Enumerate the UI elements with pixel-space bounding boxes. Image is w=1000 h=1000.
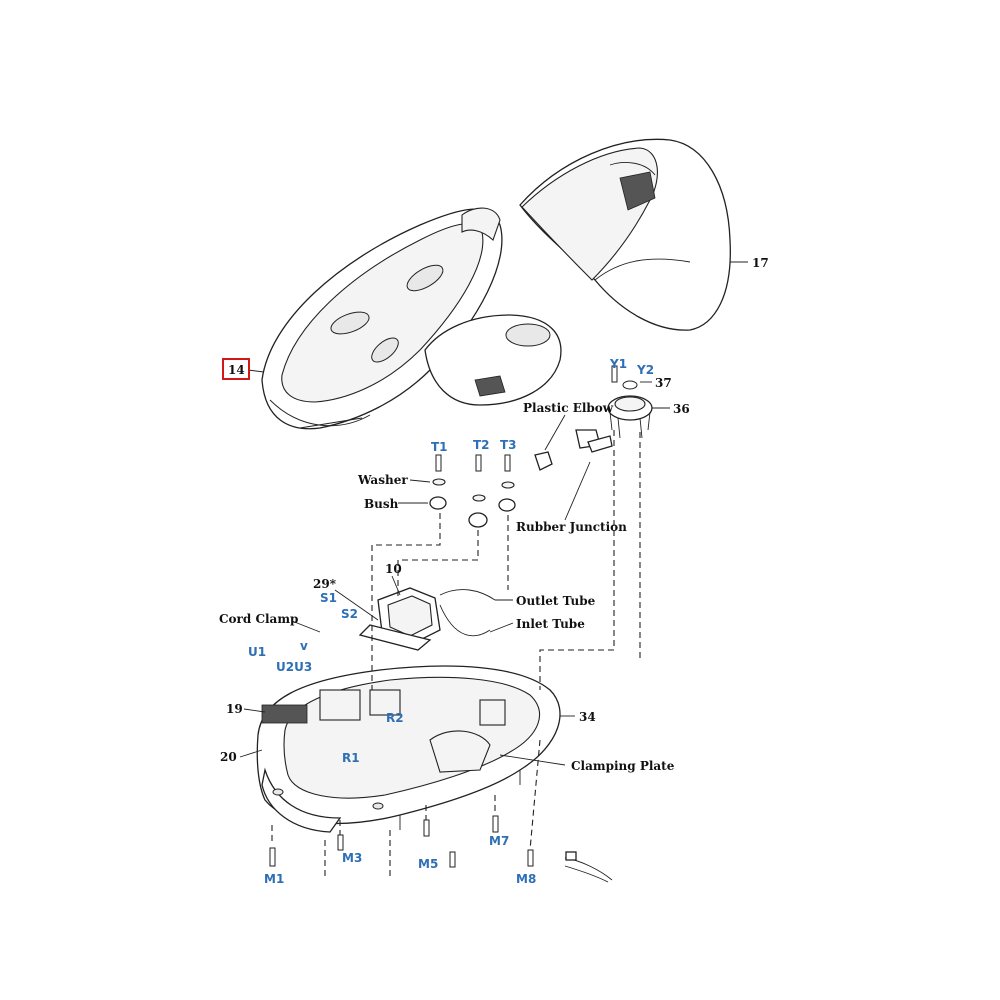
label-clamping-plate: Clamping Plate (571, 759, 675, 773)
part-17-handle-cover (519, 138, 731, 331)
label-r1: R1 (342, 751, 360, 765)
label-m3: M3 (342, 851, 363, 865)
label-bush: Bush (364, 497, 399, 511)
label-s1: S1 (320, 591, 337, 605)
alignment-lines (271, 430, 641, 880)
label-t1: T1 (431, 440, 448, 454)
label-r2: R2 (386, 711, 404, 725)
label-36: 36 (673, 402, 690, 416)
label-plastic-elbow: Plastic Elbow (523, 401, 614, 415)
label-y1: Y1 (610, 357, 628, 371)
tank-cover (424, 314, 562, 406)
power-cable (564, 851, 613, 883)
label-u2u3: U2U3 (276, 660, 313, 674)
label-19: 19 (226, 702, 243, 716)
screws-t (429, 454, 516, 528)
label-m1: M1 (264, 872, 285, 886)
label-outlet-tube: Outlet Tube (516, 594, 596, 608)
label-17: 17 (752, 256, 769, 270)
screws-m (269, 815, 534, 868)
highlight-box-14 (222, 358, 250, 380)
label-37: 37 (655, 376, 672, 390)
part-14-top-cover (261, 207, 503, 430)
leader-lines (239, 261, 748, 766)
label-10: 10 (385, 562, 402, 576)
label-rubber-junction: Rubber Junction (516, 520, 627, 534)
label-cord-clamp: Cord Clamp (219, 612, 299, 626)
part-10-pump (358, 587, 496, 651)
label-29: 29* (313, 577, 336, 591)
part-36-valve (607, 365, 653, 439)
label-v: v (300, 639, 308, 653)
label-s2: S2 (341, 607, 358, 621)
label-u1: U1 (248, 645, 267, 659)
label-t3: T3 (500, 438, 517, 452)
label-m8: M8 (516, 872, 537, 886)
label-m5: M5 (418, 857, 439, 871)
part-34-base-housing (256, 665, 561, 833)
label-m7: M7 (489, 834, 510, 848)
label-20: 20 (220, 750, 237, 764)
plastic-elbow-part (534, 429, 613, 471)
label-washer: Washer (358, 473, 408, 487)
label-inlet-tube: Inlet Tube (516, 617, 585, 631)
label-14: 14 (228, 363, 245, 377)
label-34: 34 (579, 710, 596, 724)
label-y2: Y2 (637, 363, 655, 377)
label-t2: T2 (473, 438, 490, 452)
